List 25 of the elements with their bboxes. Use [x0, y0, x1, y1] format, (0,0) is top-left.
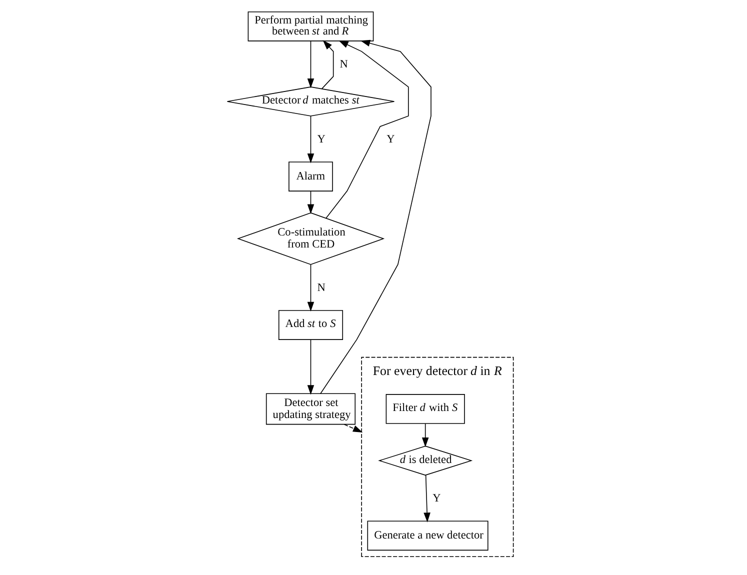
arrow	[307, 40, 314, 88]
edge-label: Y	[317, 133, 326, 146]
arrow	[307, 116, 314, 164]
arrow	[326, 40, 409, 218]
node-box: Perform partial matching between st and R	[248, 11, 374, 42]
arrow	[307, 264, 314, 312]
node-box: Generate a new detector	[367, 520, 488, 551]
node-box: Add st to S	[278, 310, 344, 340]
arrow	[422, 423, 429, 448]
arrow	[424, 474, 430, 522]
node-diamond: Co-stimulation from CED	[236, 212, 385, 265]
edge-label: N	[317, 282, 326, 294]
node-diamond: Detector d matches st	[226, 86, 395, 116]
node-box: Detector set updating strategy	[266, 393, 356, 425]
edge-label: N	[340, 58, 348, 70]
node-box: Alarm	[288, 162, 333, 192]
arrow	[307, 339, 314, 395]
edge-label: Y	[386, 133, 395, 146]
arrow	[307, 190, 314, 214]
arrow	[321, 40, 334, 90]
arrow	[320, 40, 432, 394]
node-box: Filter d with S	[386, 394, 465, 424]
edge-label: Y	[432, 492, 441, 505]
arrow	[344, 424, 363, 432]
node-diamond: d is deleted	[378, 446, 473, 476]
